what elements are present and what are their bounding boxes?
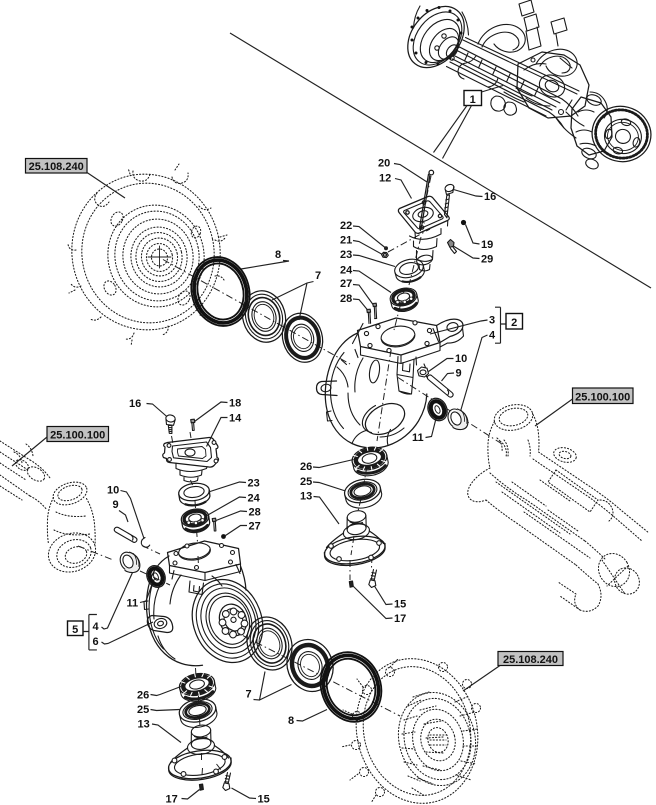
svg-text:23: 23 (248, 478, 260, 490)
svg-text:4: 4 (489, 330, 496, 342)
svg-text:20: 20 (378, 158, 390, 170)
svg-text:26: 26 (137, 690, 149, 702)
svg-text:27: 27 (340, 278, 352, 290)
svg-text:15: 15 (394, 599, 406, 611)
svg-text:26: 26 (300, 461, 312, 473)
svg-text:13: 13 (300, 491, 312, 503)
svg-text:25.108.240: 25.108.240 (29, 161, 84, 173)
svg-text:25.100.100: 25.100.100 (575, 391, 630, 403)
svg-text:25.100.100: 25.100.100 (50, 430, 105, 442)
svg-text:1: 1 (470, 94, 476, 106)
svg-text:5: 5 (72, 624, 78, 636)
svg-text:2: 2 (511, 317, 517, 329)
svg-text:3: 3 (489, 315, 495, 327)
svg-text:21: 21 (340, 234, 352, 246)
svg-text:28: 28 (249, 507, 261, 519)
svg-text:8: 8 (288, 715, 294, 727)
svg-text:14: 14 (229, 413, 242, 425)
svg-text:12: 12 (379, 173, 391, 185)
svg-text:24: 24 (248, 493, 261, 505)
svg-text:4: 4 (93, 621, 100, 633)
svg-text:22: 22 (340, 220, 352, 232)
svg-text:25: 25 (137, 704, 149, 716)
svg-text:11: 11 (412, 432, 424, 444)
svg-text:25.108.240: 25.108.240 (503, 654, 558, 666)
svg-text:11: 11 (127, 598, 139, 610)
svg-text:10: 10 (455, 353, 467, 365)
svg-text:16: 16 (484, 191, 496, 203)
svg-text:18: 18 (229, 398, 241, 410)
svg-text:9: 9 (456, 368, 462, 380)
svg-text:10: 10 (107, 485, 119, 497)
svg-text:23: 23 (340, 249, 352, 261)
svg-text:24: 24 (340, 264, 353, 276)
svg-text:9: 9 (113, 499, 119, 511)
svg-text:8: 8 (275, 249, 281, 261)
svg-text:25: 25 (300, 476, 312, 488)
svg-text:28: 28 (340, 293, 352, 305)
svg-text:6: 6 (93, 636, 99, 648)
svg-text:27: 27 (249, 521, 261, 533)
svg-text:16: 16 (129, 398, 141, 410)
svg-text:7: 7 (315, 270, 321, 282)
svg-text:15: 15 (258, 794, 270, 805)
svg-text:17: 17 (394, 613, 406, 625)
svg-text:7: 7 (246, 689, 252, 701)
svg-text:17: 17 (166, 794, 178, 805)
svg-text:29: 29 (481, 254, 493, 266)
svg-text:13: 13 (138, 719, 150, 731)
svg-text:19: 19 (481, 239, 493, 251)
